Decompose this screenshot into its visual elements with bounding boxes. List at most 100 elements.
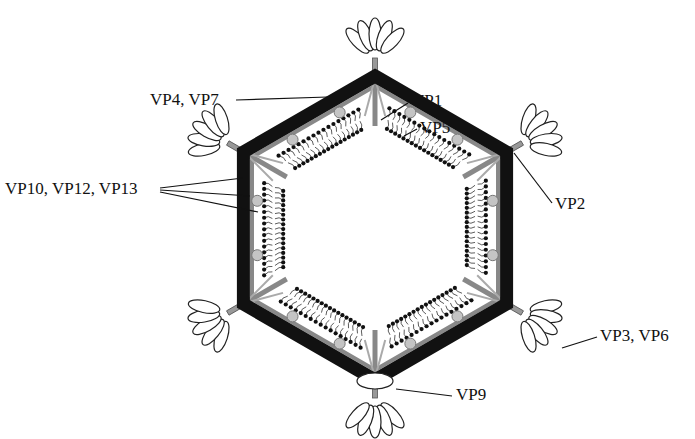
lipid-head — [324, 304, 328, 308]
lipid-head — [353, 320, 357, 324]
membrane-protein — [287, 134, 298, 145]
lipid-head — [428, 300, 432, 304]
lipid-head — [262, 273, 266, 277]
lipid-head — [387, 324, 391, 328]
lipid-head — [400, 339, 404, 343]
lipid-head — [447, 163, 451, 167]
lipid-head — [334, 142, 338, 146]
lipid-head — [465, 244, 469, 248]
lipid-head — [422, 148, 426, 152]
leader-line — [396, 389, 452, 396]
lipid-head — [361, 325, 365, 329]
lipid-head — [301, 161, 305, 165]
lipid-head — [389, 129, 393, 133]
membrane-protein — [405, 338, 416, 349]
lipid-head — [281, 237, 285, 241]
lipid-head — [356, 108, 360, 112]
lipid-head — [262, 233, 266, 237]
lipid-head — [390, 344, 394, 348]
lipid-head — [484, 184, 488, 188]
lipid-head — [330, 145, 334, 149]
lipid-head — [443, 160, 447, 164]
lipid-head — [457, 147, 461, 151]
lipid-head — [484, 179, 488, 183]
lipid-head — [281, 227, 285, 231]
lipid-head — [430, 153, 434, 157]
membrane-protein — [452, 311, 463, 322]
lipid-head — [286, 148, 290, 152]
lipid-head — [465, 196, 469, 200]
lipid-head — [434, 155, 438, 159]
lipid-head — [469, 298, 473, 302]
lipid-head — [319, 323, 323, 327]
leader-line — [160, 192, 258, 212]
lipid-head — [262, 227, 266, 231]
lipid-head — [451, 165, 455, 169]
lipid-head — [331, 122, 335, 126]
lipid-head — [326, 147, 330, 151]
membrane-protein — [452, 134, 463, 145]
lipid-head — [449, 288, 453, 292]
lipid-head — [284, 302, 288, 306]
spike-lobe — [529, 140, 563, 158]
lipid-head — [281, 208, 285, 212]
lipid-head — [304, 314, 308, 318]
lipid-head — [444, 313, 448, 317]
lipid-head — [281, 194, 285, 198]
lipid-head — [416, 307, 420, 311]
lipid-head — [281, 213, 285, 217]
lipid-head — [311, 133, 315, 137]
lipid-head — [440, 293, 444, 297]
lipid-head — [281, 151, 285, 155]
lipid-head — [281, 251, 285, 255]
lipid-head — [409, 333, 413, 337]
lipid-head — [465, 187, 469, 191]
lipid-head — [429, 321, 433, 325]
leader-line — [236, 97, 328, 100]
lipid-head — [293, 166, 297, 170]
lipid-head — [347, 135, 351, 139]
lipid-head — [316, 131, 320, 135]
lipid-head — [420, 305, 424, 309]
lipid-head — [349, 340, 353, 344]
lipid-head — [401, 136, 405, 140]
lipid-head — [262, 239, 266, 243]
lipid-head — [397, 134, 401, 138]
lipid-head — [397, 112, 401, 116]
lipid-head — [484, 219, 488, 223]
protein-label: VP4, VP7 — [150, 90, 219, 110]
lipid-head — [484, 236, 488, 240]
lipid-head — [262, 187, 266, 191]
lipid-head — [281, 241, 285, 245]
lipid-head — [262, 268, 266, 272]
lipid-head — [403, 314, 407, 318]
lipid-head — [419, 327, 423, 331]
lipid-head — [414, 143, 418, 147]
membrane-protein — [334, 107, 345, 118]
lipid-head — [262, 262, 266, 266]
lipid-head — [281, 198, 285, 202]
lipid-head — [395, 319, 399, 323]
lipid-head — [467, 152, 471, 156]
lipid-head — [310, 156, 314, 160]
lipid-head — [410, 141, 414, 145]
lipid-head — [432, 298, 436, 302]
lipid-head — [281, 260, 285, 264]
lipid-head — [411, 310, 415, 314]
lipid-head — [297, 164, 301, 168]
lipid-head — [484, 271, 488, 275]
lipid-head — [343, 137, 347, 141]
lipid-head — [316, 299, 320, 303]
lipid-head — [346, 113, 350, 117]
lipid-head — [407, 312, 411, 316]
lipid-head — [465, 234, 469, 238]
lipid-head — [289, 305, 293, 309]
lipid-head — [262, 244, 266, 248]
lipid-head — [307, 294, 311, 298]
lipid-head — [355, 130, 359, 134]
lipid-head — [326, 125, 330, 129]
lipid-head — [465, 220, 469, 224]
lipid-head — [281, 189, 285, 193]
lipid-head — [484, 230, 488, 234]
